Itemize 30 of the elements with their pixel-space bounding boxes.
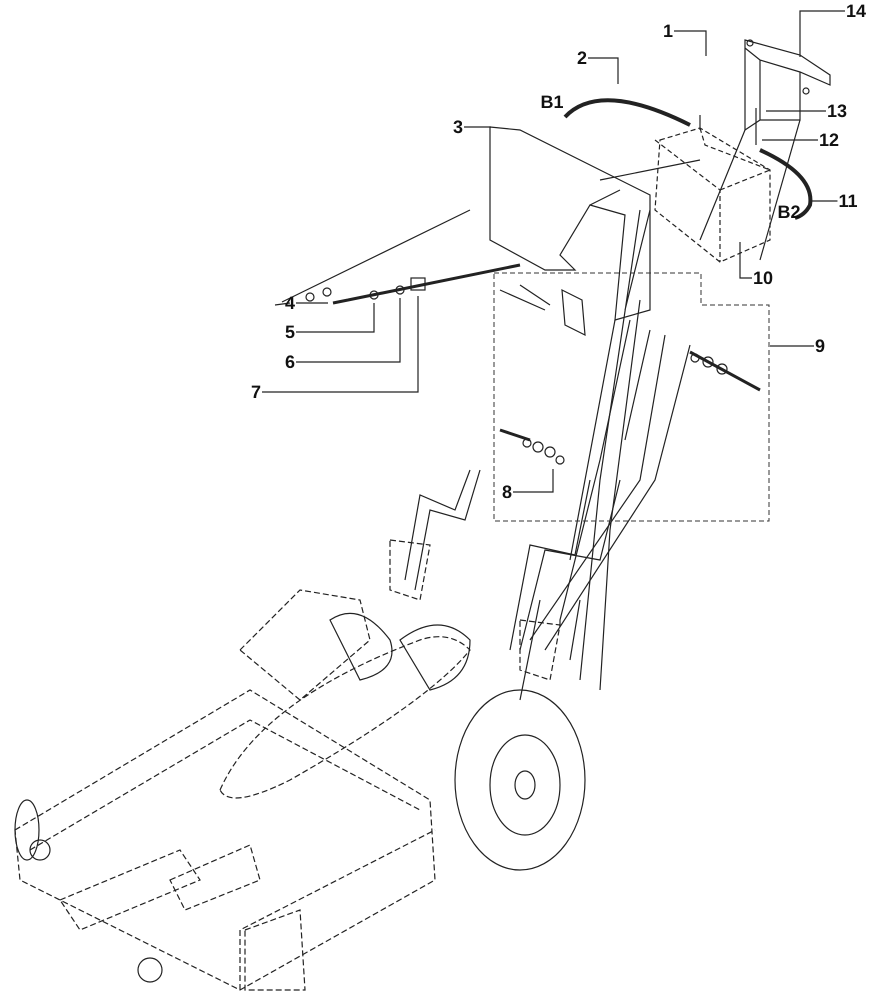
cable-end-label: B2 [778,202,800,222]
leader-line [588,57,619,84]
callout-number: 7 [251,382,261,402]
leader-line [513,469,554,493]
leader-line [812,200,838,202]
leader-line [770,345,814,347]
callout-number: 6 [285,352,295,372]
leader-line [799,10,845,57]
callout-number: 4 [285,293,295,313]
callout-number: 5 [285,322,295,342]
callout-number: 3 [453,117,463,137]
callout-number: 9 [815,336,825,356]
leader-line [464,126,491,128]
leader-line [296,303,375,333]
callout-number: 13 [826,101,848,121]
callout-number: 2 [577,48,587,68]
callout-number: 1 [663,21,673,41]
leader-line [766,110,826,112]
callout-number: 8 [502,482,512,502]
callout-number: 14 [846,1,866,21]
leader-line [296,298,401,363]
callout-number: 10 [752,268,774,288]
leader-line [762,139,818,141]
callout-number: 11 [838,191,858,211]
leader-line [739,242,752,279]
leader-line [674,30,707,56]
callout-number: 12 [818,130,840,150]
leader-line [296,302,328,304]
leader-line [262,296,419,393]
cable-end-label: B1 [540,92,564,112]
